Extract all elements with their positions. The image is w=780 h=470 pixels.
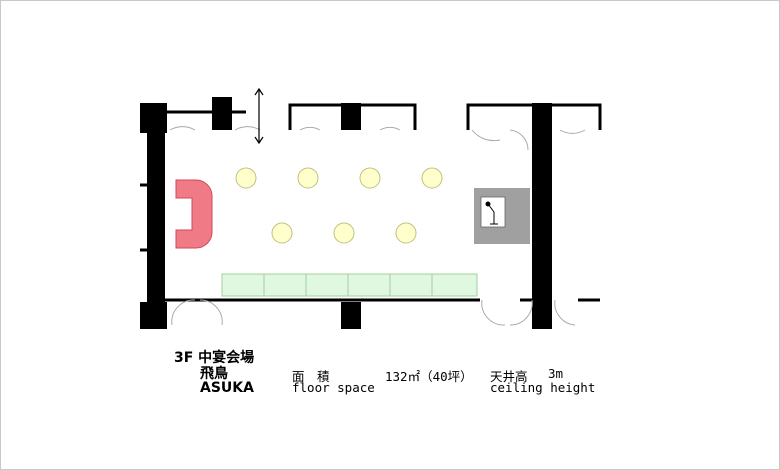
podium	[480, 196, 506, 228]
doors	[169, 126, 586, 326]
microphone-stand-icon	[485, 201, 498, 225]
wall-pillar-left	[147, 103, 165, 329]
wall-pillar-top-center	[341, 103, 361, 130]
wall-pillar-left-cap	[140, 103, 167, 133]
walls	[140, 97, 552, 329]
table-segment	[263, 273, 307, 297]
door-arc-bottom-right-2	[509, 299, 533, 326]
door-arc-bottom-left	[171, 299, 196, 326]
ceiling-value: 3m	[548, 366, 564, 381]
round-table	[333, 222, 355, 244]
table-segment	[431, 273, 478, 297]
door-arc-top-4	[379, 126, 401, 131]
round-table	[395, 222, 417, 244]
door-arc-bottom-right	[481, 299, 506, 326]
door-arc-top-6	[559, 129, 586, 134]
top-wall-segment-1	[163, 110, 212, 130]
round-table	[297, 167, 319, 189]
buffet-table	[221, 273, 478, 297]
room-name-jp: 飛鳥	[200, 366, 228, 382]
round-table	[235, 167, 257, 189]
round-table	[421, 167, 443, 189]
round-table	[359, 167, 381, 189]
wall-pillar-top-left	[212, 97, 232, 130]
round-table	[271, 222, 293, 244]
area-label-en: floor space	[292, 380, 375, 395]
ceiling-label-en: ceiling height	[490, 380, 596, 395]
table-segment	[305, 273, 349, 297]
top-wall-segment-4	[466, 103, 602, 130]
round-tables	[235, 167, 443, 244]
ceiling-label-jp: 天井高	[490, 369, 528, 384]
door-arc-top-5	[471, 129, 501, 142]
door-arc-top-2	[234, 126, 261, 131]
bar-counter	[175, 179, 213, 249]
wall-lines	[140, 103, 602, 320]
door-arc-bottom-far-right	[554, 299, 576, 326]
top-wall-segment-3	[288, 103, 417, 130]
wall-pillar-left-base	[140, 302, 167, 329]
door-arc-top-3	[299, 126, 321, 131]
area-value: 132㎡（40坪）	[385, 369, 473, 384]
room-name-en: ASUKA	[200, 380, 254, 396]
area-label-jp: 面 積	[292, 369, 330, 384]
table-segment	[221, 273, 265, 297]
table-segment	[389, 273, 433, 297]
wall-pillar-bottom-center	[341, 302, 361, 329]
door-arc-bottom-2	[199, 299, 223, 326]
right-wall-notch	[532, 175, 548, 250]
table-segment	[347, 273, 391, 297]
door-arc-top-left	[169, 126, 196, 131]
dimension-arrow-icon	[254, 87, 264, 145]
floor-label: 3F 中宴会場	[174, 350, 255, 366]
door-arc-top-7	[509, 129, 529, 151]
